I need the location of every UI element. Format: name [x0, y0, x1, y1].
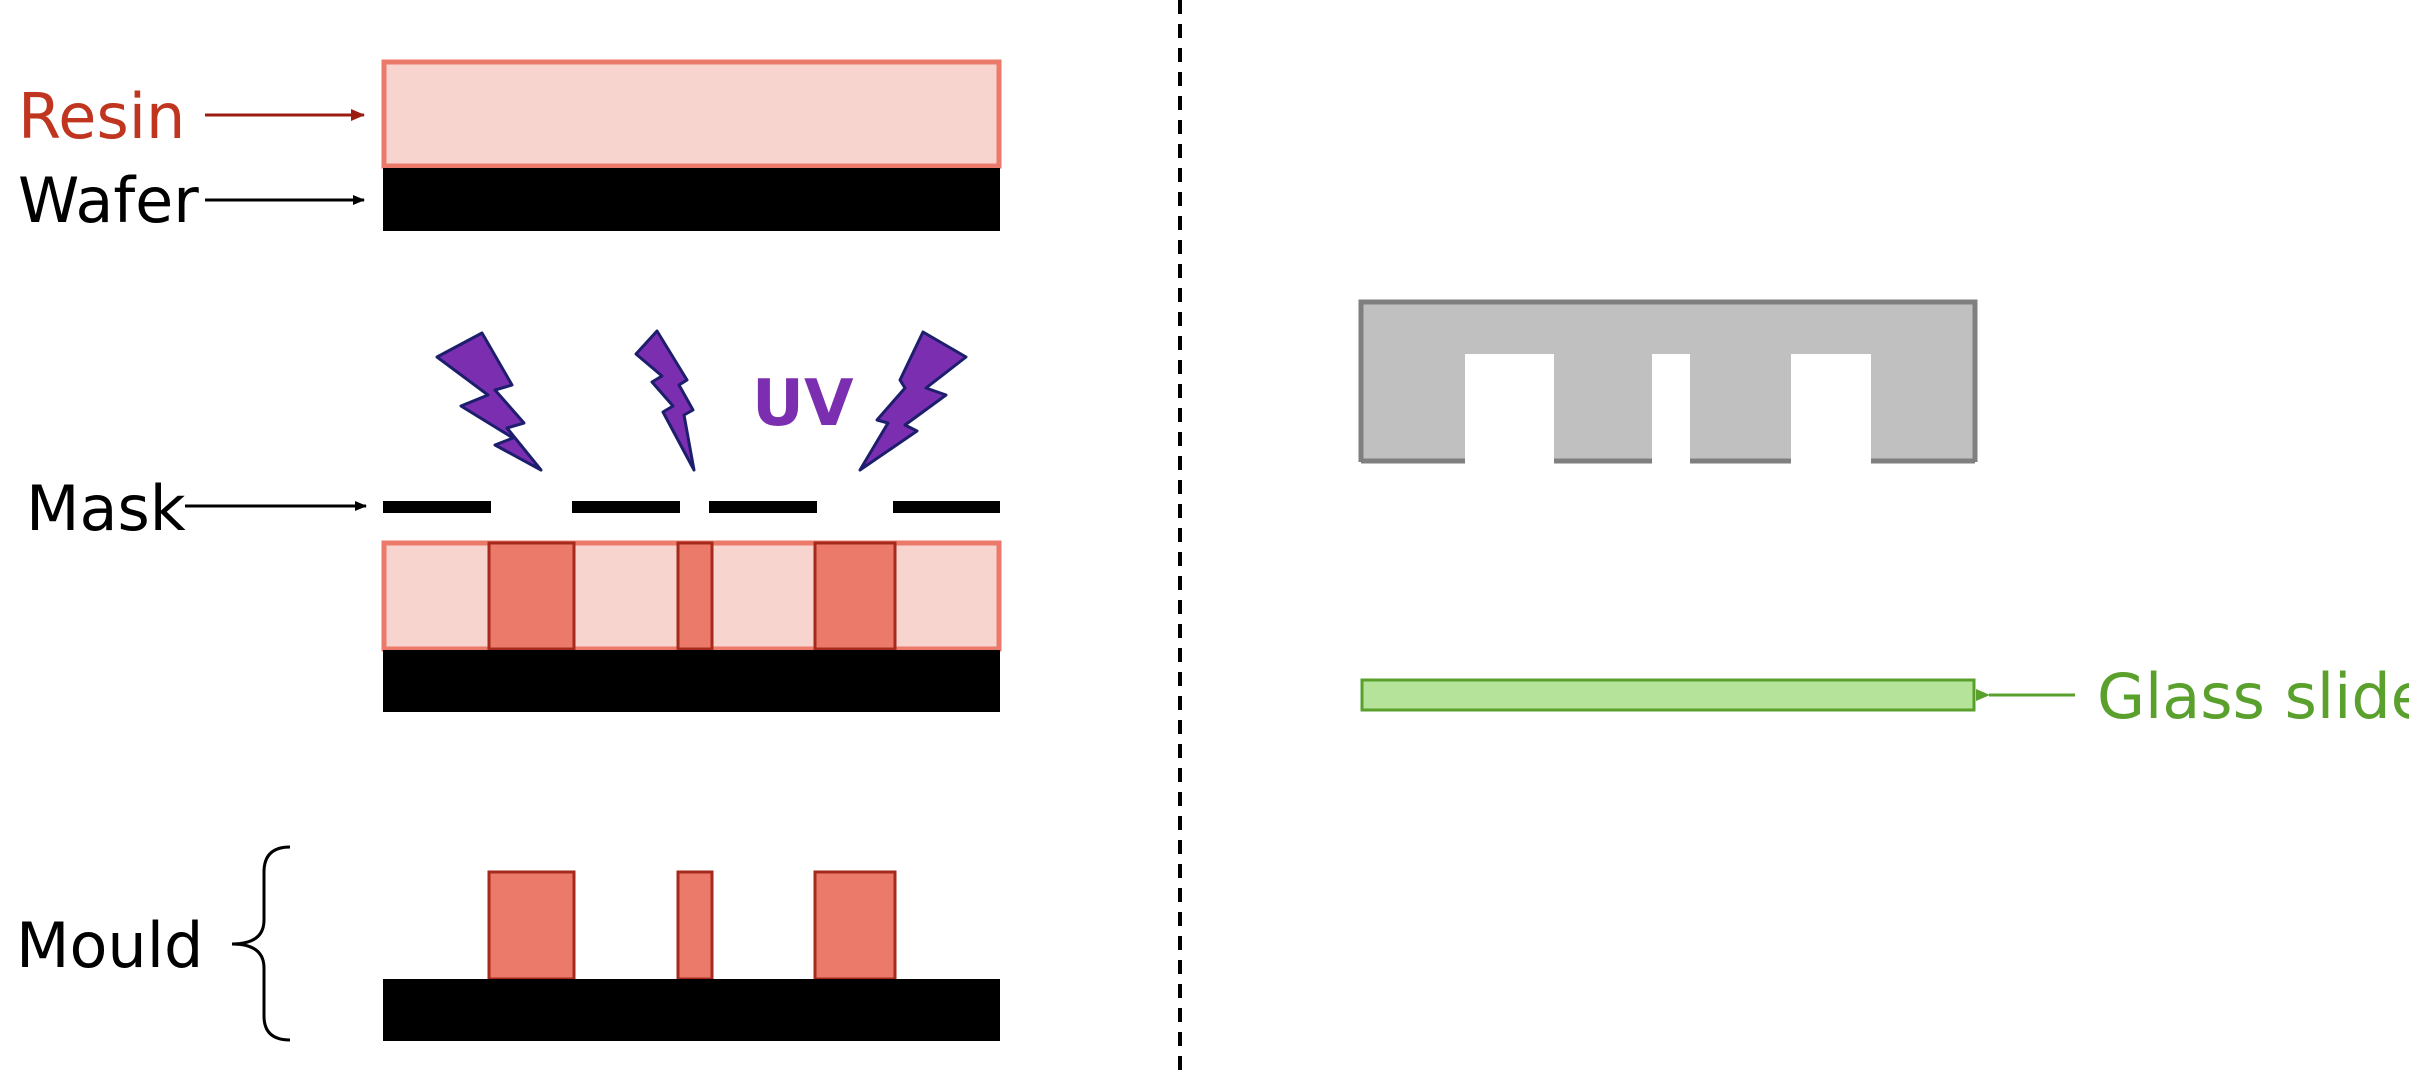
wafer	[383, 650, 1000, 712]
resin-feature	[487, 870, 576, 981]
step-1-resin-coating: Resin Wafer	[18, 59, 1002, 237]
glass-slide-label: Glass slide	[2097, 660, 2409, 733]
pdms-replica-outline	[1358, 299, 1978, 462]
resin-feature	[676, 870, 714, 981]
exposed-resin	[813, 541, 897, 651]
mask-segment	[572, 501, 680, 513]
resin-label: Resin	[18, 80, 185, 153]
resin-feature	[813, 870, 897, 981]
right-panel: Glass slide	[1358, 299, 2409, 733]
exposed-resin	[676, 541, 714, 651]
mould-brace	[231, 845, 291, 1042]
uv-label: UV	[752, 367, 854, 441]
mask-segment	[709, 501, 817, 513]
step-3-mould: Mould	[16, 845, 1000, 1042]
glass-slide	[1360, 678, 1976, 712]
step-2-uv-exposure: UV Mask	[26, 329, 1002, 712]
resin-layer	[381, 59, 1002, 169]
uv-bolt-icon	[634, 329, 696, 472]
exposed-resin	[487, 541, 576, 651]
wafer	[383, 168, 1000, 231]
mask-label: Mask	[26, 472, 186, 545]
mask-segment	[383, 501, 491, 513]
uv-bolt-icon	[435, 331, 543, 472]
mould-label: Mould	[16, 909, 203, 982]
uv-bolt-icon	[858, 330, 968, 472]
wafer	[383, 979, 1000, 1041]
mask-segment	[893, 501, 1000, 513]
wafer-label: Wafer	[18, 164, 199, 237]
pdms-replica	[1361, 302, 1975, 462]
